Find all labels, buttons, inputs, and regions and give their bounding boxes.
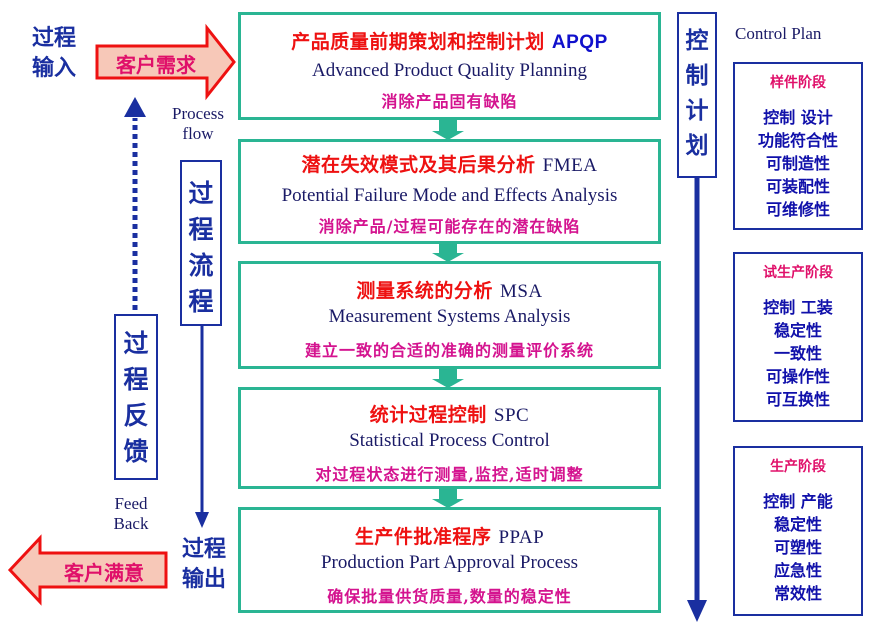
- phase-item: 控制 工装: [763, 298, 833, 317]
- step-connectors: [432, 120, 464, 508]
- phase-item: 可装配性: [765, 177, 830, 196]
- step-abbr: APQP: [551, 32, 608, 53]
- step-abbr: MSA: [499, 281, 543, 302]
- phase-item: 稳定性: [773, 515, 822, 534]
- step-goal: 对过程状态进行测量,监控,适时调整: [315, 465, 584, 484]
- phase-name: 生产阶段: [770, 459, 826, 475]
- step-title-en: Production Part Approval Process: [320, 552, 578, 573]
- step-abbr: PPAP: [498, 527, 545, 548]
- phase-item: 稳定性: [773, 321, 822, 340]
- phase-items: 控制 工装 稳定性 一致性 可操作性 可互换性: [735, 296, 861, 411]
- control-plan-vertical-box: 控制计划: [677, 12, 717, 178]
- phase-items: 控制 设计 功能符合性 可制造性 可装配性 可维修性: [735, 106, 861, 221]
- phase-item: 可维修性: [765, 200, 830, 219]
- phase-name: 样件阶段: [770, 75, 826, 91]
- phase-pilot-production: 试生产阶段 控制 工装 稳定性 一致性 可操作性 可互换性: [733, 252, 863, 422]
- step-goal: 消除产品固有缺陷: [381, 92, 518, 111]
- phase-item: 控制 设计: [763, 108, 833, 127]
- process-output-label: 过程输出: [181, 537, 226, 592]
- customer-satisfaction-arrow: [7, 534, 168, 606]
- feedback-arrowhead: [124, 97, 146, 117]
- process-flow-box: 过程流程: [180, 160, 222, 326]
- step-title-en: Measurement Systems Analysis: [328, 306, 571, 327]
- phase-item: 一致性: [773, 344, 822, 363]
- process-feedback-box: 过程反馈: [114, 314, 158, 480]
- step-fmea: 潜在失效模式及其后果分析 FMEA Potential Failure Mode…: [238, 139, 661, 244]
- step-title: 统计过程控制 SPC: [241, 400, 658, 427]
- phase-item: 控制 产能: [763, 492, 833, 511]
- customer-need-arrow: [95, 23, 236, 101]
- step-title: 生产件批准程序 PPAP: [241, 522, 658, 549]
- step-ppap: 生产件批准程序 PPAP Production Part Approval Pr…: [238, 507, 661, 613]
- process-input-label: 过程输入: [31, 26, 76, 81]
- step-title-en: Statistical Process Control: [349, 430, 550, 451]
- step-title: 潜在失效模式及其后果分析 FMEA: [241, 150, 658, 177]
- phase-item: 可塑性: [773, 538, 822, 557]
- step-title-en: Advanced Product Quality Planning: [312, 60, 587, 81]
- control-plan-arrowhead: [687, 600, 707, 622]
- phase-item: 可制造性: [765, 154, 830, 173]
- step-title: 产品质量前期策划和控制计划 APQP: [241, 27, 658, 54]
- phase-items: 控制 产能 稳定性 可塑性 应急性 常效性: [735, 490, 861, 605]
- step-goal: 确保批量供货质量,数量的稳定性: [327, 587, 572, 606]
- phase-item: 功能符合性: [757, 131, 838, 150]
- step-title-zh: 生产件批准程序: [354, 526, 492, 548]
- step-goal: 建立一致的合适的准确的测量评价系统: [304, 341, 594, 360]
- control-plan-vertical-label: 控制计划: [685, 28, 709, 159]
- phase-prototype: 样件阶段 控制 设计 功能符合性 可制造性 可装配性 可维修性: [733, 62, 863, 230]
- process-feedback-label: 过程反馈: [123, 329, 149, 466]
- phase-item: 常效性: [773, 584, 822, 603]
- step-abbr: SPC: [493, 405, 530, 426]
- phase-item: 应急性: [773, 561, 822, 580]
- step-title-zh: 潜在失效模式及其后果分析: [301, 154, 536, 176]
- phase-item: 可操作性: [765, 367, 830, 386]
- step-title-zh: 测量系统的分析: [356, 280, 493, 302]
- step-abbr: FMEA: [542, 155, 598, 176]
- phase-name: 试生产阶段: [763, 265, 833, 281]
- step-title-zh: 统计过程控制: [369, 404, 487, 426]
- step-apqp: 产品质量前期策划和控制计划 APQP Advanced Product Qual…: [238, 12, 661, 120]
- step-title-zh: 产品质量前期策划和控制计划: [291, 31, 545, 53]
- step-spc: 统计过程控制 SPC Statistical Process Control 对…: [238, 387, 661, 489]
- step-msa: 测量系统的分析 MSA Measurement Systems Analysis…: [238, 261, 661, 369]
- phase-production: 生产阶段 控制 产能 稳定性 可塑性 应急性 常效性: [733, 446, 863, 616]
- process-flow-zh-label: 过程流程: [188, 179, 214, 316]
- step-goal: 消除产品/过程可能存在的潜在缺陷: [318, 217, 581, 236]
- feedback-en-label: Feed Back: [113, 494, 149, 533]
- process-flow-arrowhead: [195, 512, 209, 528]
- step-title-en: Potential Failure Mode and Effects Analy…: [281, 185, 618, 206]
- customer-satisfaction-label: 客户满意: [64, 561, 144, 585]
- phase-item: 可互换性: [765, 390, 830, 409]
- customer-need-label: 客户需求: [116, 53, 196, 77]
- control-plan-title: Control Plan: [735, 24, 822, 43]
- process-flow-en-label: Process flow: [172, 104, 224, 143]
- step-title: 测量系统的分析 MSA: [241, 276, 658, 303]
